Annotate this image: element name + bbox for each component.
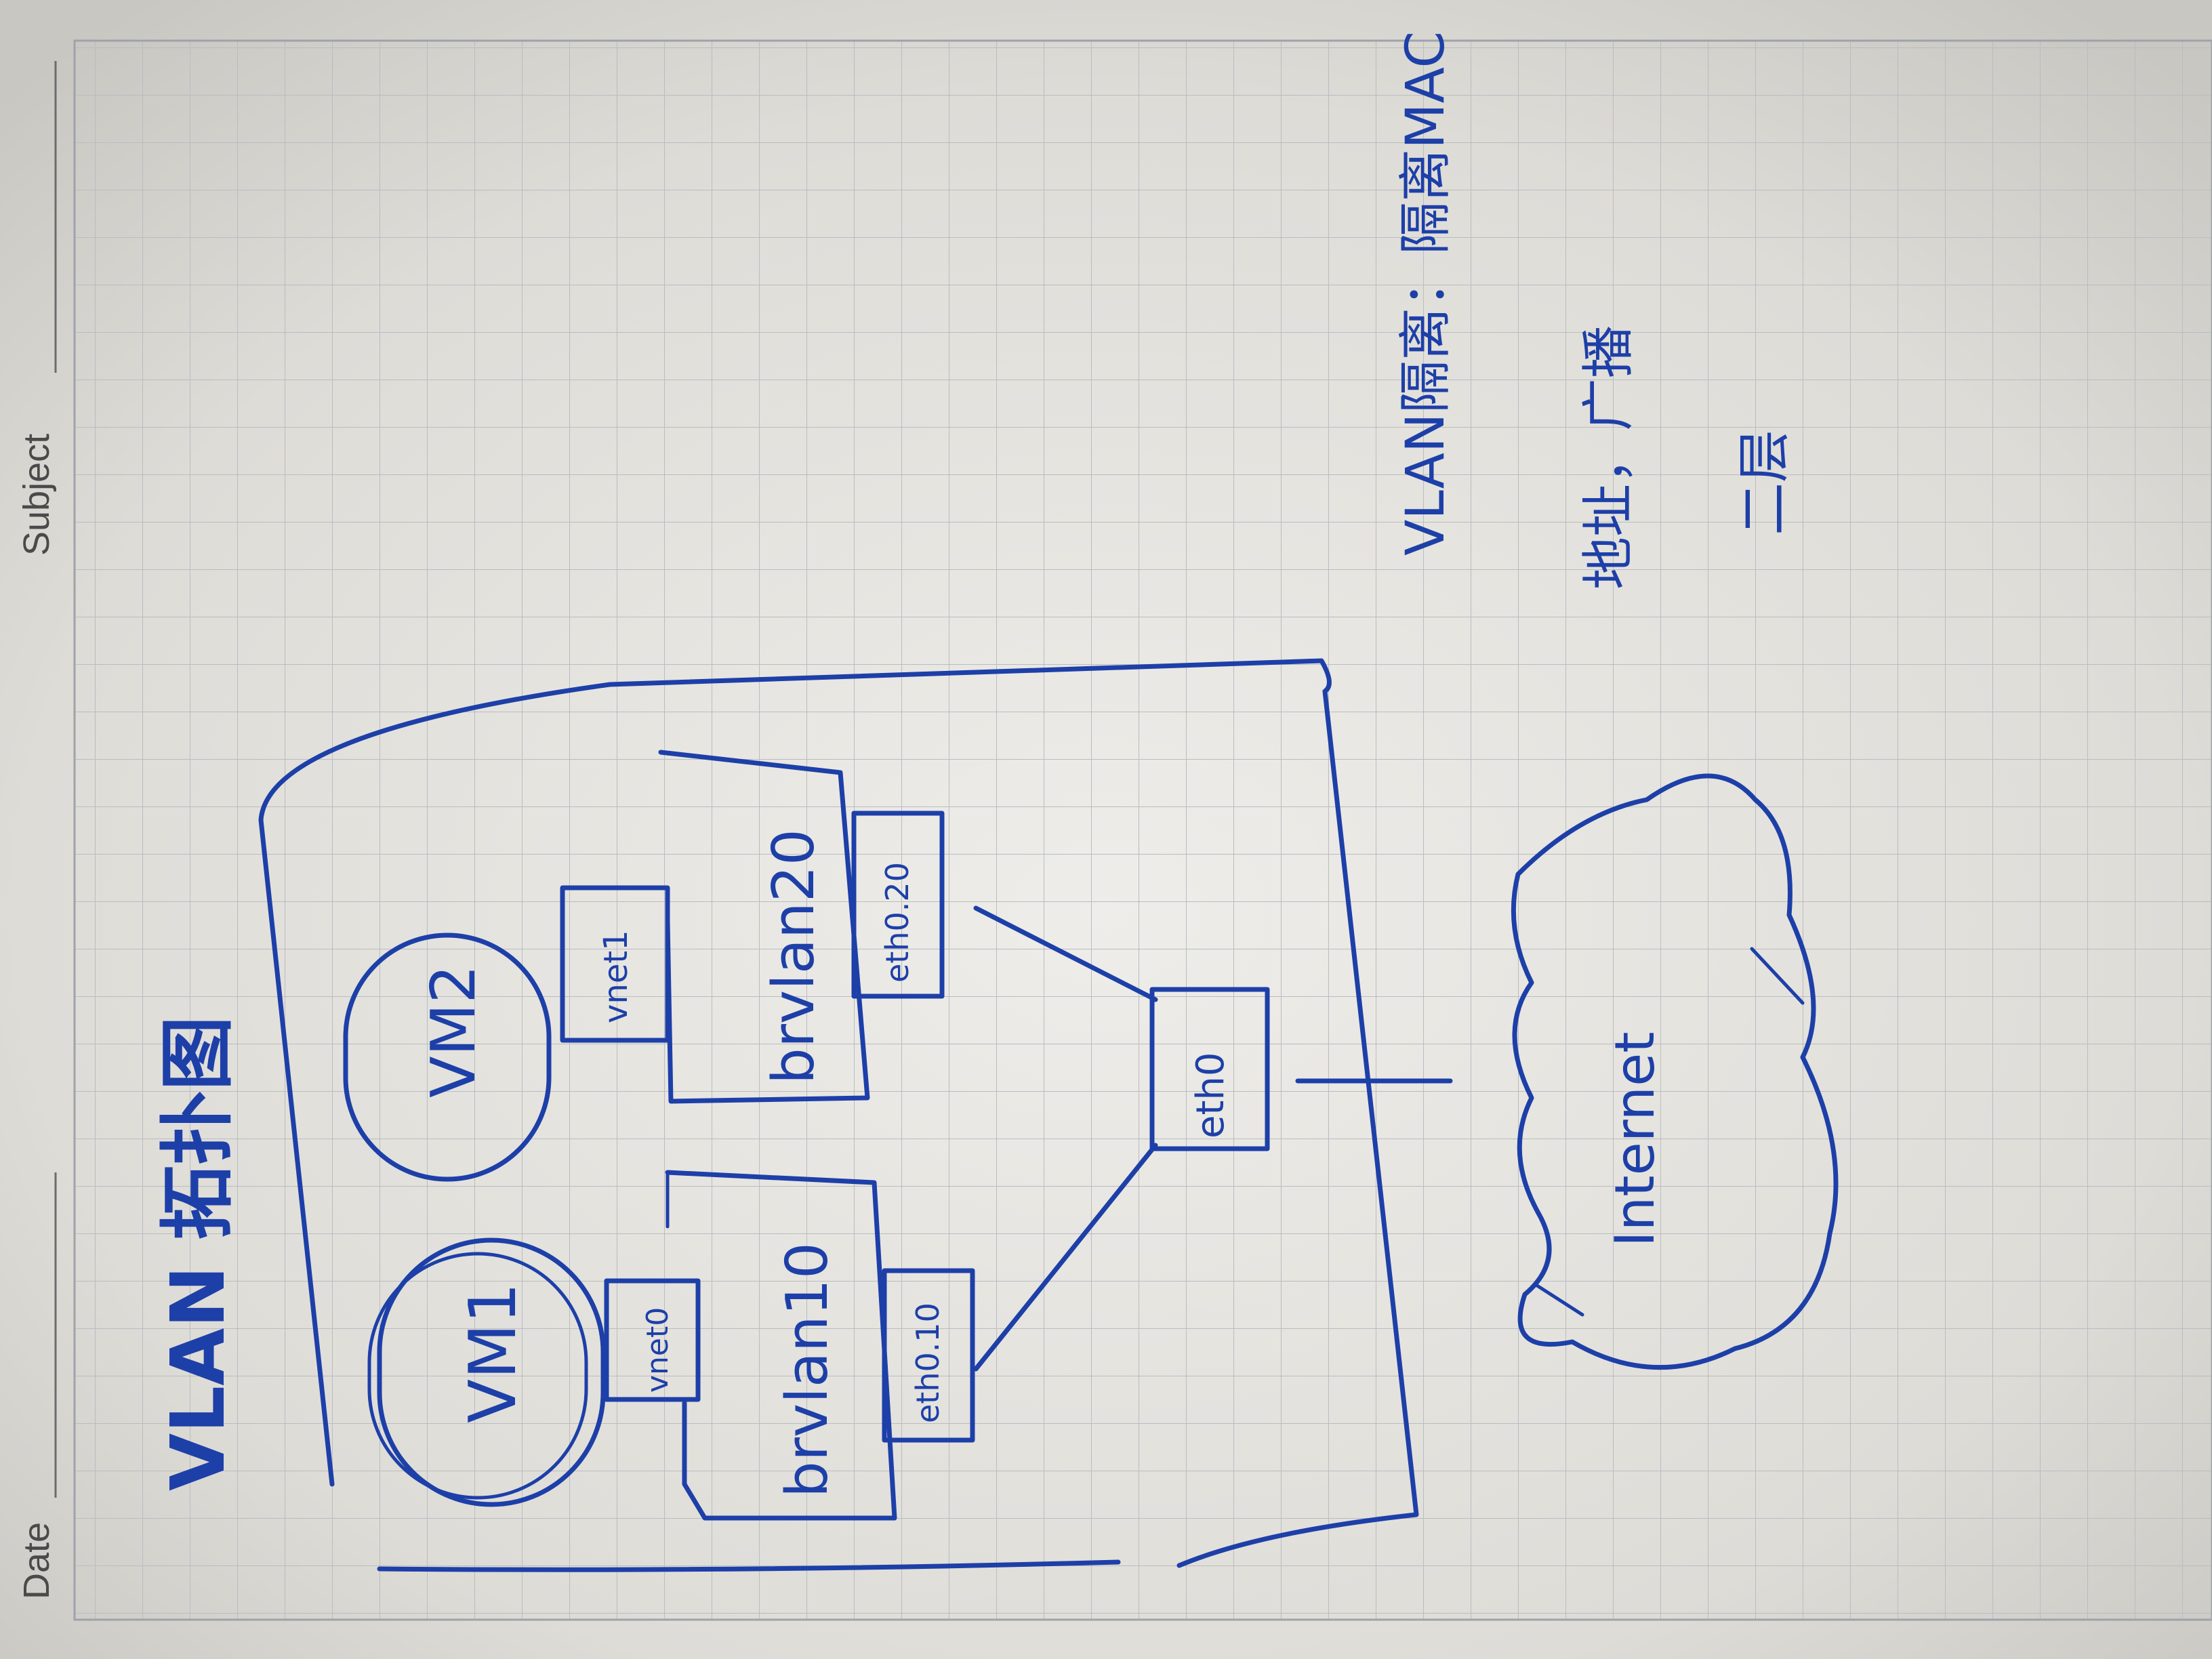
internet-label: Internet [1603,1031,1666,1247]
bridge-brvlan10: brvlan10 [665,1170,897,1521]
vm1-label: VM1 [456,1283,531,1423]
diagram-title: VLAN 拓扑图 [155,1016,241,1491]
note-line-3: 二层 [1734,430,1795,535]
link-eth0-20-eth0 [973,905,1158,1002]
host-boundary [258,658,1419,1568]
grid [75,41,2212,1620]
tap-vnet0: vnet0 [604,1278,701,1402]
vnet1-label: vnet1 [597,930,635,1023]
vlan-if-eth0-20: eth0.20 [851,811,945,999]
vm1-node: VM1 [367,1237,606,1507]
tap-vnet1: vnet1 [560,885,670,1043]
bridge-brvlan20: brvlan20 [658,750,870,1104]
host-bottom-line [377,1559,1121,1572]
eth0-20-label: eth0.20 [879,862,916,983]
note-line-1: VLAN隔离：隔离MAC [1395,31,1456,556]
note-line-2: 地址，广播 [1578,325,1639,590]
side-notes: VLAN隔离：隔离MAC 地址，广播 二层 [1395,31,1795,590]
subject-label: Subject [16,434,57,556]
vm2-label: VM2 [418,965,489,1098]
date-label: Date [16,1522,57,1599]
internet-cloud: Internet [1511,773,1839,1370]
eth0-label: eth0 [1189,1052,1233,1139]
brvlan10-label: brvlan10 [774,1242,841,1498]
vm2-node: VM2 [343,933,552,1182]
link-eth0-10-eth0 [973,1143,1158,1372]
vlan-if-eth0-10: eth0.10 [882,1268,975,1443]
phys-if-eth0: eth0 [1149,987,1270,1151]
vnet0-label: vnet0 [640,1307,675,1393]
brvlan20-label: brvlan20 [760,829,827,1084]
eth0-10-label: eth0.10 [909,1303,946,1423]
